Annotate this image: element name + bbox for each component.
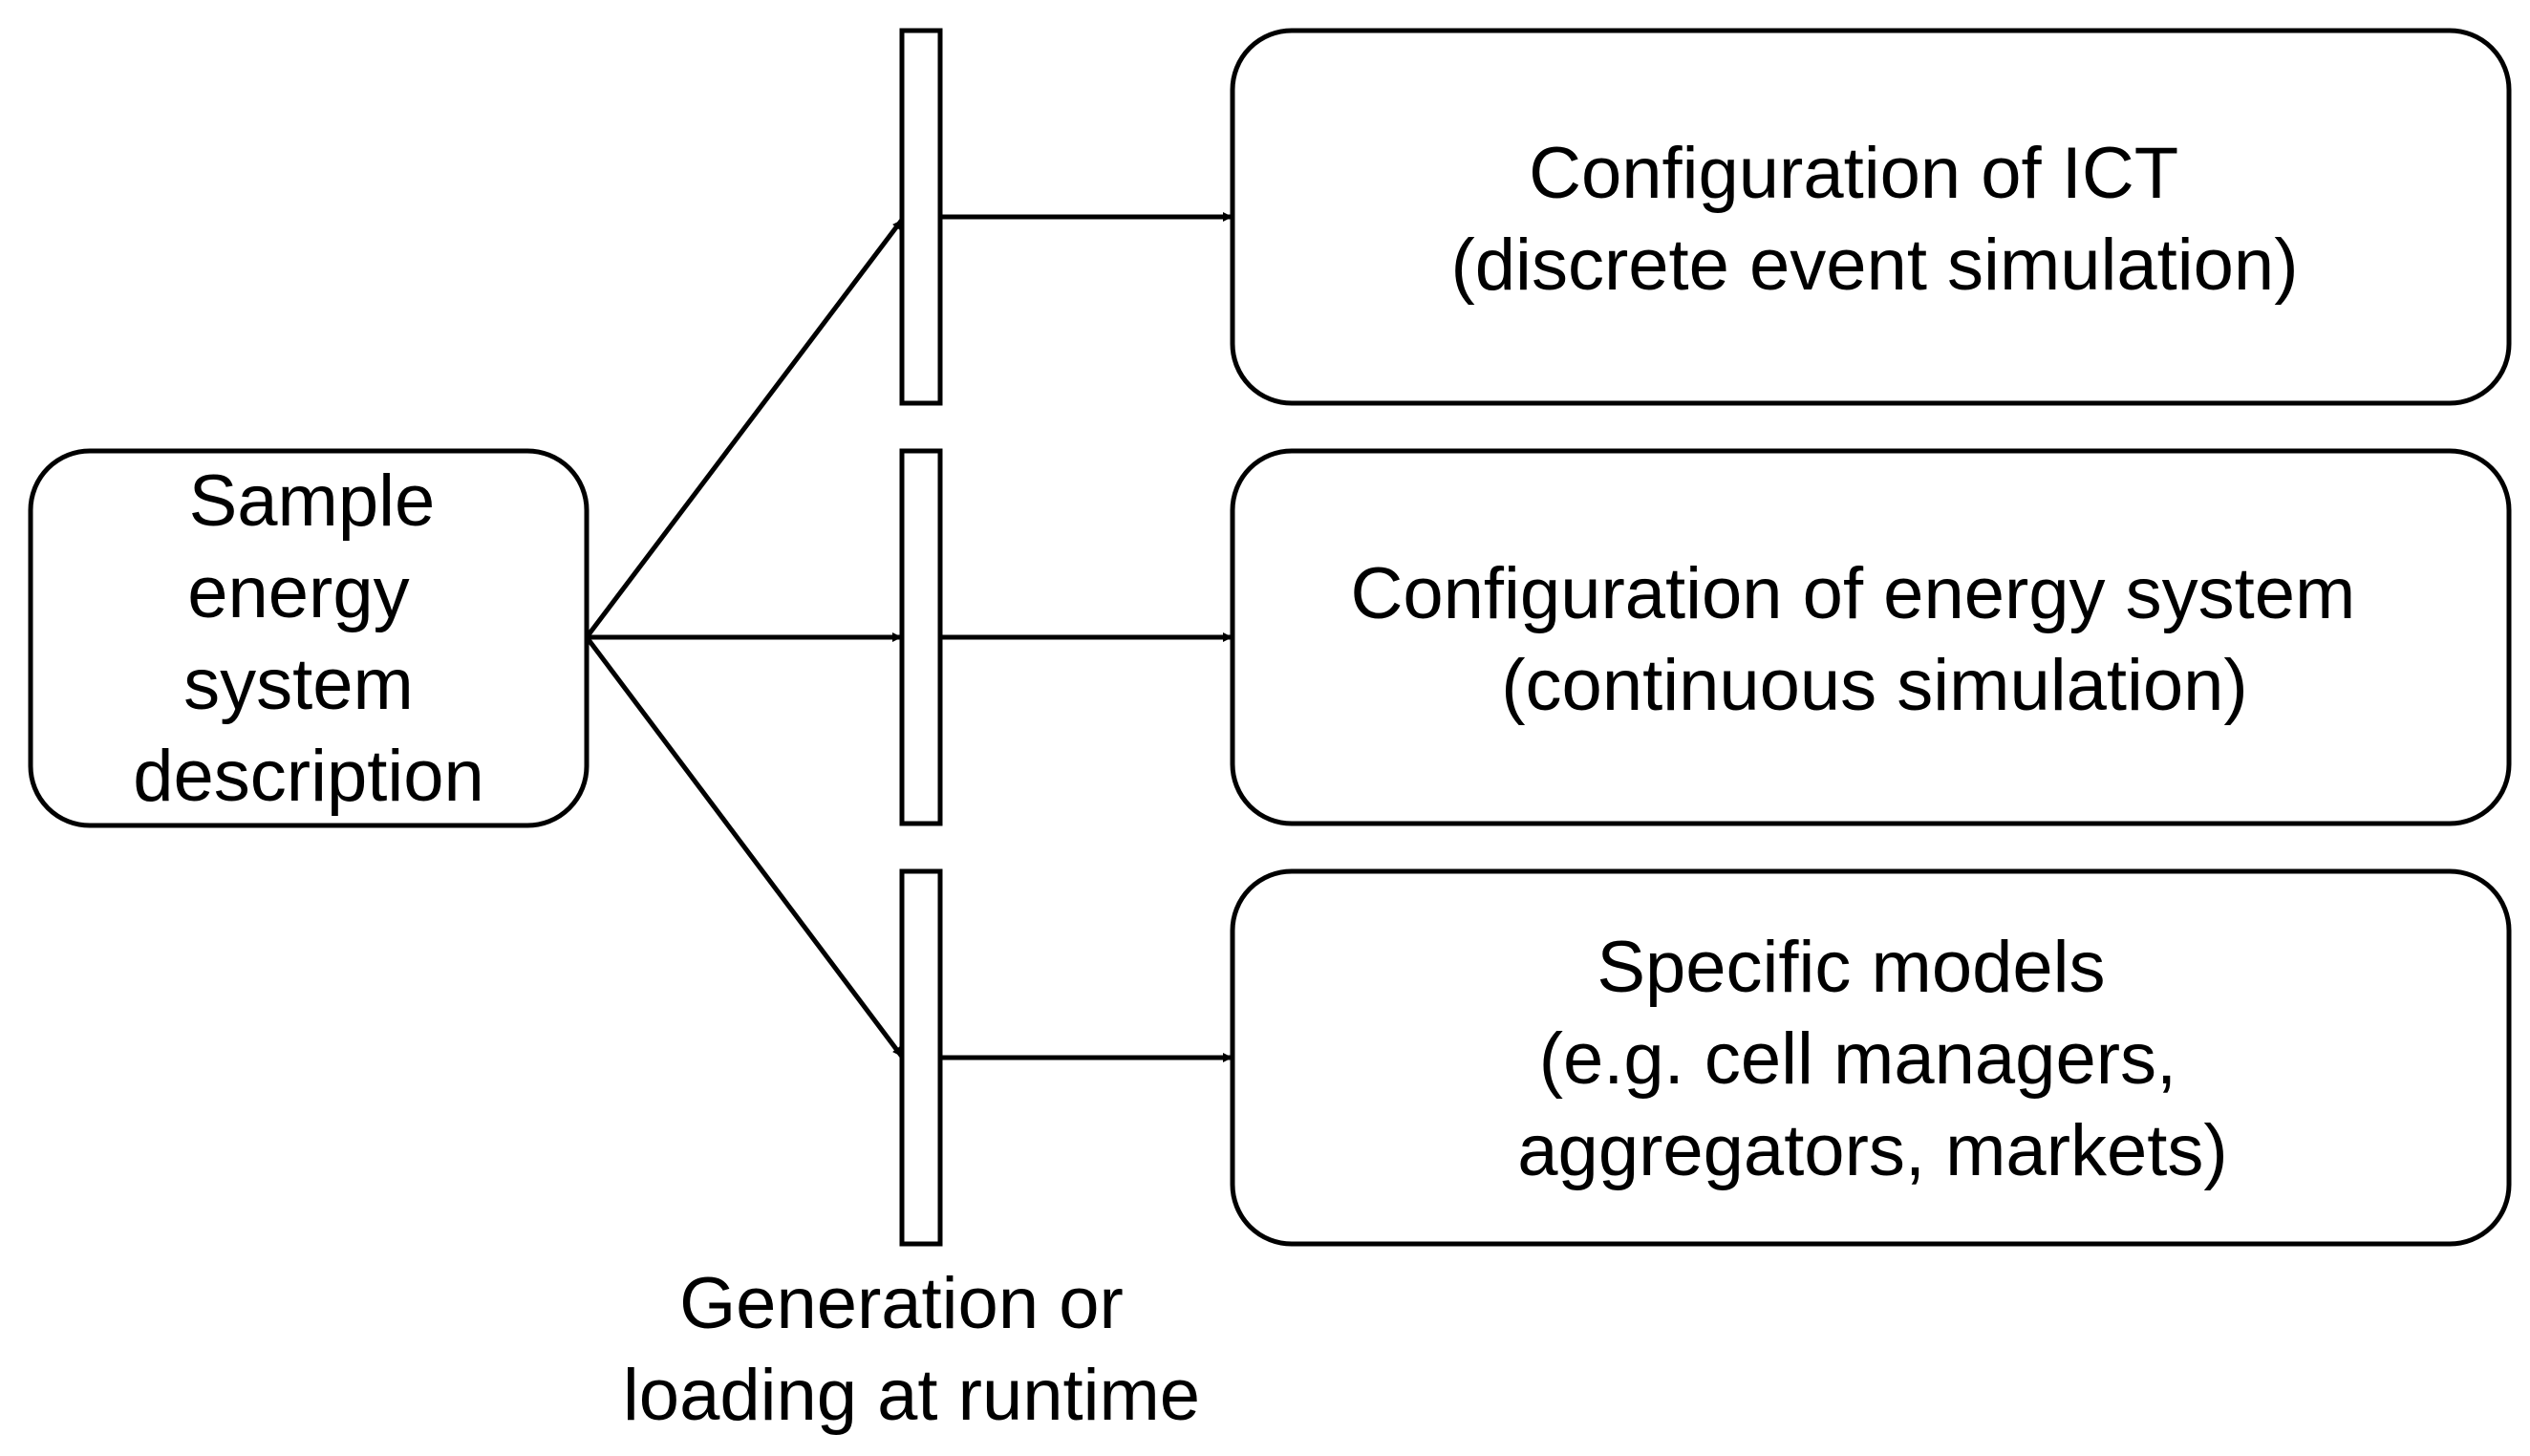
generation-bar <box>899 28 943 406</box>
source-label: Sample energy system description <box>133 460 484 817</box>
generation-bar <box>899 448 943 826</box>
source-label-line: description <box>133 736 484 817</box>
source-label-line: system <box>183 644 414 725</box>
generation-bars <box>899 28 943 1247</box>
target-label-line: Specific models <box>1597 927 2105 1008</box>
source-label-line: energy <box>187 552 409 633</box>
generation-bar <box>899 868 943 1247</box>
target-label: Specific models (e.g. cell managers, agg… <box>1517 927 2227 1191</box>
target-box <box>1230 868 2512 1247</box>
target-arrows <box>940 212 1233 1062</box>
target-label-line: aggregators, markets) <box>1517 1110 2227 1191</box>
source-node: Sample energy system description <box>28 448 590 828</box>
arrow-to-top-bar <box>585 218 904 639</box>
target-box <box>1230 448 2512 826</box>
target-label-line: (discrete event simulation) <box>1450 225 2298 306</box>
arrow-to-bottom-bar <box>585 635 904 1059</box>
target-label: Configuration of energy system (continuo… <box>1351 553 2376 726</box>
target-label-line: Configuration of ICT <box>1529 133 2177 214</box>
target-node-models: Specific models (e.g. cell managers, agg… <box>1230 868 2512 1247</box>
target-box <box>1230 28 2512 406</box>
target-node-energy: Configuration of energy system (continuo… <box>1230 448 2512 826</box>
target-label-line: (e.g. cell managers, <box>1539 1018 2176 1100</box>
bars-caption-line: loading at runtime <box>623 1355 1200 1436</box>
bars-caption: Generation or loading at runtime <box>623 1263 1200 1436</box>
target-label: Configuration of ICT (discrete event sim… <box>1450 133 2298 306</box>
source-arrows <box>585 218 904 1059</box>
target-node-ict: Configuration of ICT (discrete event sim… <box>1230 28 2512 406</box>
target-label-line: Configuration of energy system <box>1351 553 2356 634</box>
bars-caption-line: Generation or <box>679 1263 1124 1344</box>
source-label-line: Sample <box>189 460 436 542</box>
target-label-line: (continuous simulation) <box>1501 645 2248 726</box>
